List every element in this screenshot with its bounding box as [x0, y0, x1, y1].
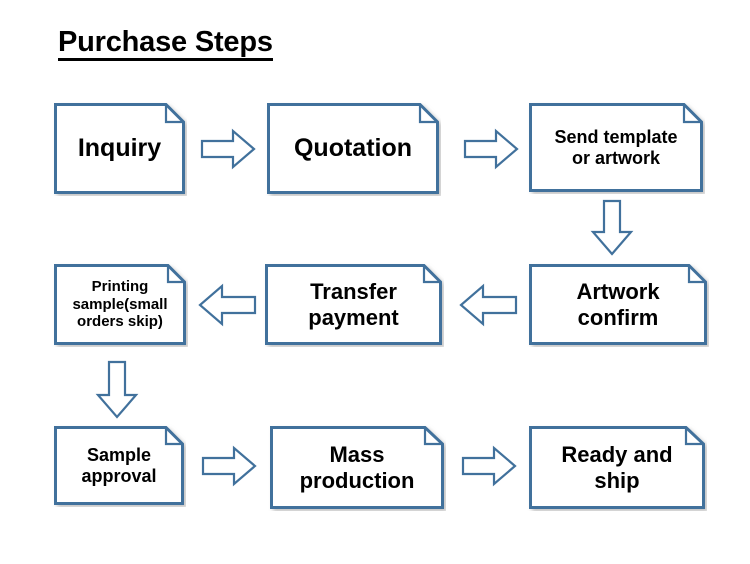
flow-box-inquiry[interactable]: Inquiry [52, 101, 187, 196]
arrow-right-icon [463, 128, 519, 170]
arrow-right-inquiry-to-quotation [200, 128, 256, 170]
flow-box-sample-approval[interactable]: Sample approval [52, 424, 186, 507]
arrow-right-mass-production-to-ready-and-ship [461, 445, 517, 487]
arrow-left-transfer-payment-to-printing-sample [197, 283, 257, 327]
note-shape-ready-and-ship [529, 426, 705, 509]
arrow-right-icon [201, 445, 257, 487]
note-shape-send-template [529, 103, 703, 192]
page-title-underline [58, 58, 273, 61]
note-shape-printing-sample [54, 264, 186, 345]
flow-box-transfer-payment[interactable]: Transfer payment [263, 262, 444, 347]
flow-box-label: Artwork confirm [576, 278, 660, 330]
flow-box-label: Mass production [299, 441, 415, 493]
arrow-down-icon [590, 199, 634, 256]
flow-box-mass-production[interactable]: Mass production [268, 424, 446, 511]
arrow-right-icon [200, 128, 256, 170]
arrow-right-sample-approval-to-mass-production [201, 445, 257, 487]
note-shape-quotation [267, 103, 439, 194]
note-shape-artwork-confirm [529, 264, 707, 345]
flow-box-label: Sample approval [81, 444, 157, 486]
page-title-text: Purchase Steps [58, 26, 273, 58]
flow-box-artwork-confirm[interactable]: Artwork confirm [527, 262, 709, 347]
flow-box-send-template[interactable]: Send template or artwork [527, 101, 705, 194]
flow-box-label: Ready and ship [561, 441, 673, 493]
note-shape-mass-production [270, 426, 444, 509]
arrow-left-icon [198, 283, 257, 327]
flow-box-printing-sample[interactable]: Printing sample(small orders skip) [52, 262, 188, 347]
note-shape-transfer-payment [265, 264, 442, 345]
arrow-right-icon [461, 445, 517, 487]
flow-box-ready-and-ship[interactable]: Ready and ship [527, 424, 707, 511]
flow-box-label: Inquiry [77, 134, 162, 162]
flow-box-label: Quotation [293, 134, 413, 162]
flow-box-label: Transfer payment [308, 278, 399, 330]
page-title: Purchase Steps [58, 26, 273, 61]
arrow-down-send-template-to-artwork-confirm [590, 199, 634, 257]
arrow-down-printing-sample-to-sample-approval [95, 360, 139, 420]
flow-box-label: Printing sample(small orders skip) [72, 278, 168, 331]
arrow-left-icon [459, 283, 518, 327]
arrow-left-artwork-confirm-to-transfer-payment [458, 283, 518, 327]
flow-box-label: Send template or artwork [554, 126, 678, 168]
arrow-right-quotation-to-send-template [463, 128, 519, 170]
note-shape-inquiry [54, 103, 185, 194]
arrow-down-icon [95, 360, 139, 419]
flow-box-quotation[interactable]: Quotation [265, 101, 441, 196]
note-shape-sample-approval [54, 426, 184, 505]
